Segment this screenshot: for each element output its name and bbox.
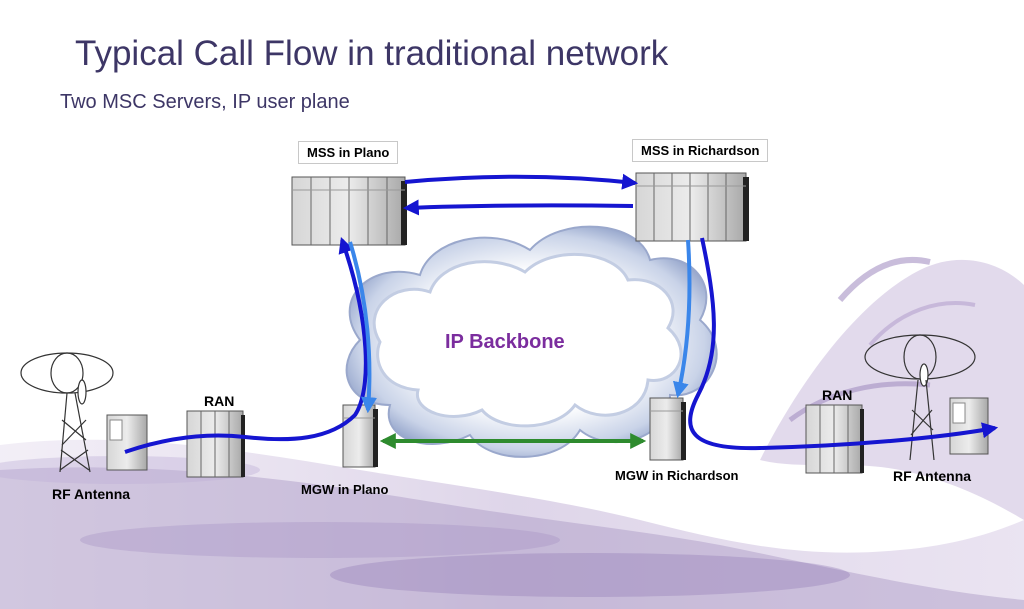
mss-plano-server [291, 176, 407, 246]
rf-antenna-right-label: RF Antenna [893, 468, 972, 484]
ran-left-label: RAN [204, 393, 235, 409]
call-path-left-arrow [124, 236, 368, 454]
mgw-plano-gateway [342, 404, 378, 468]
ip-backbone-cloud [345, 225, 718, 458]
rf-antenna-left-tower [20, 352, 114, 473]
mss-richardson-label: MSS in Richardson [632, 139, 769, 162]
mss-richardson-server [635, 172, 749, 242]
rf-antenna-right-tower [864, 334, 976, 461]
ran-right-equipment [805, 404, 864, 474]
mss-to-mss-return-arrow [402, 199, 634, 216]
ran-right-label: RAN [822, 387, 853, 403]
ip-backbone-label: IP Backbone [445, 331, 565, 353]
mgw-richardson-label: MGW in Richardson [615, 468, 739, 483]
mss-plano-to-mgw-plano-arrow [348, 241, 377, 414]
page-title: Typical Call Flow in traditional network [75, 34, 669, 73]
mss-plano-label: MSS in Plano [298, 141, 399, 164]
base-station-right [949, 397, 989, 455]
call-path-right-arrow [688, 237, 999, 451]
mss-to-mss-arrow [404, 173, 639, 190]
base-station-left [106, 414, 148, 471]
mgw-richardson-gateway [649, 397, 686, 461]
mgw-plano-label: MGW in Plano [301, 482, 389, 497]
ran-left-equipment [186, 410, 245, 478]
page-subtitle: Two MSC Servers, IP user plane [60, 91, 350, 113]
rf-antenna-left-label: RF Antenna [52, 486, 131, 502]
mss-richardson-to-mgw-arrow [672, 239, 692, 399]
